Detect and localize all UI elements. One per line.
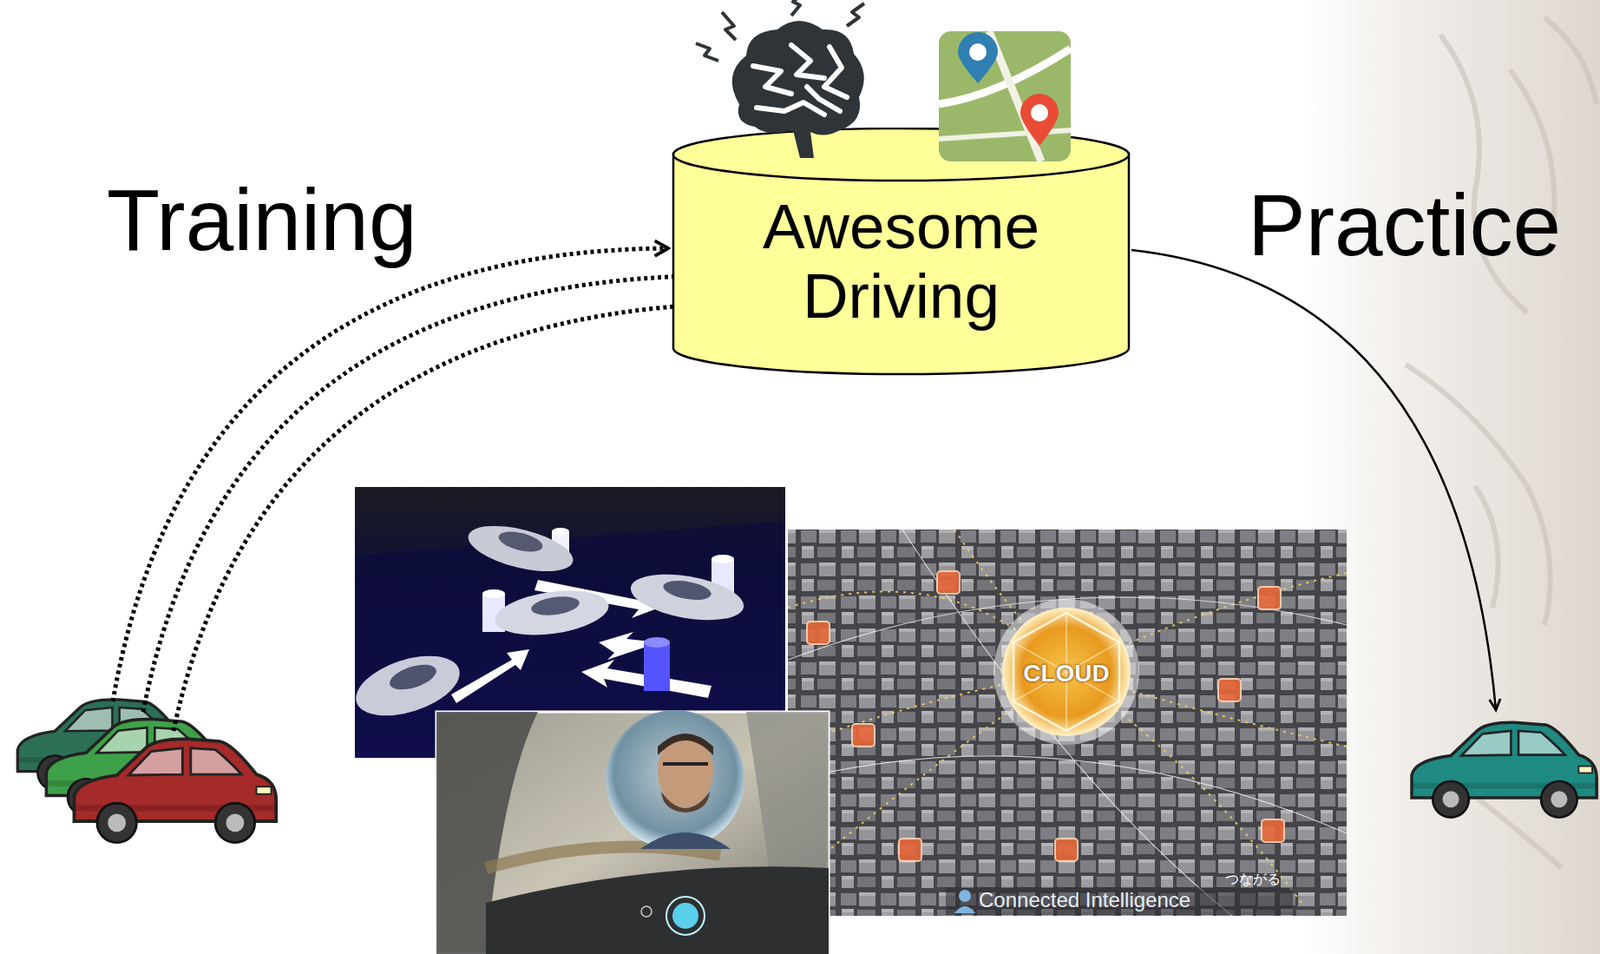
node-title: Awesome Driving: [719, 191, 1084, 332]
stage-label: Training: [106, 171, 418, 268]
statue-folds: [1405, 17, 1597, 868]
cloud-label: CLOUD: [1022, 660, 1110, 688]
car-red: [73, 738, 276, 842]
photo-car-interior: [436, 709, 829, 954]
training-arrows: [112, 248, 720, 731]
storage-cylinder: Awesome Driving: [671, 127, 1131, 376]
photo-connected-city: [787, 529, 1347, 916]
practice-arrow: [1131, 249, 1496, 710]
photo-caption: Connected Intelligence: [978, 888, 1191, 912]
japanese-caption: つながる: [1225, 871, 1281, 887]
car-practice: [1411, 721, 1597, 817]
stage-label: Practice: [1247, 177, 1561, 273]
